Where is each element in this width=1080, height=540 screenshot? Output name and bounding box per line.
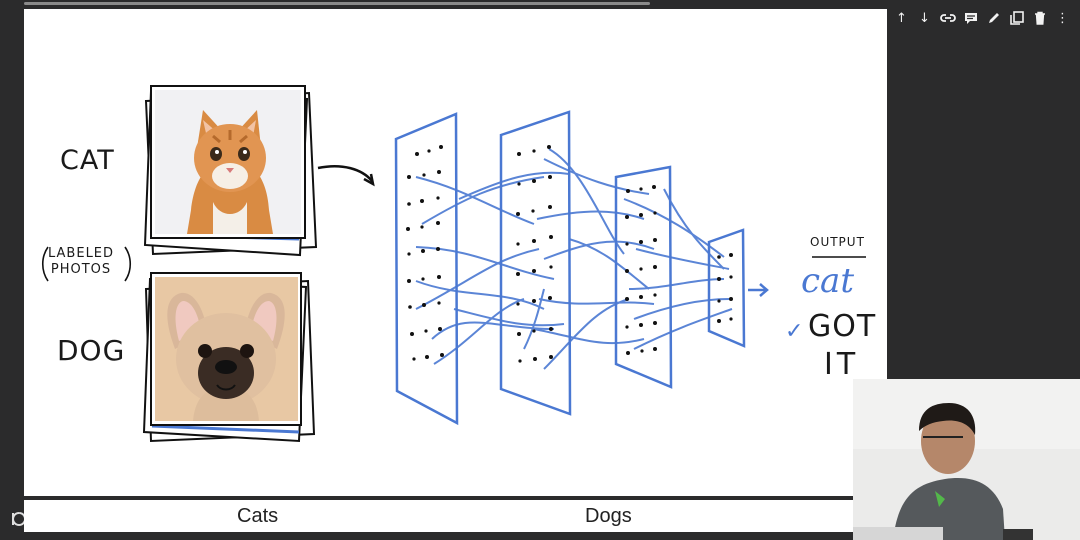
progress-bar[interactable] bbox=[24, 2, 650, 5]
top-strip bbox=[0, 0, 1080, 9]
arrow-down-icon[interactable]: ↓ bbox=[919, 10, 930, 26]
comment-icon[interactable] bbox=[962, 10, 979, 27]
watermark-text: 大数跨境 bbox=[61, 510, 142, 532]
cats-label: Cats bbox=[237, 505, 279, 527]
more-icon[interactable]: ⋮ bbox=[1056, 10, 1069, 26]
label-labeled-photos: LABELED PHOTOS bbox=[48, 246, 114, 278]
label-labeled-line1: LABELED bbox=[48, 246, 115, 261]
got-text: GOT bbox=[808, 309, 877, 344]
label-dog: DOG bbox=[57, 334, 126, 367]
check-mark-icon: ✓ bbox=[785, 319, 804, 344]
network-connections bbox=[415, 148, 733, 370]
slide-toolbar: ↑ ↓ ⋮ bbox=[887, 7, 1080, 29]
edit-icon[interactable] bbox=[985, 10, 1002, 27]
watermark: 大数跨境 bbox=[10, 506, 141, 534]
network-nodes bbox=[406, 145, 733, 363]
output-heading: OUTPUT bbox=[810, 235, 865, 249]
slide-drawing bbox=[41, 85, 866, 443]
arrow-up-icon[interactable]: ↑ bbox=[896, 10, 907, 26]
dogs-label: Dogs bbox=[585, 505, 632, 527]
watermark-logo-icon bbox=[10, 509, 51, 534]
it-text: IT bbox=[824, 347, 860, 382]
label-cat: CAT bbox=[60, 145, 115, 176]
webcam-video bbox=[853, 379, 1080, 540]
next-slide-strip bbox=[24, 500, 853, 532]
output-value: cat bbox=[801, 261, 854, 301]
slide-canvas: CAT DOG LABELED PHOTOS OUTPUT cat ✓ GOT … bbox=[24, 9, 887, 496]
link-icon[interactable] bbox=[939, 10, 956, 27]
network-layers bbox=[394, 110, 746, 426]
dog-photo bbox=[155, 277, 298, 421]
label-labeled-line2: PHOTOS bbox=[50, 262, 112, 277]
cat-photo bbox=[155, 90, 301, 234]
copy-icon[interactable] bbox=[1008, 10, 1025, 27]
delete-icon[interactable] bbox=[1031, 10, 1048, 27]
